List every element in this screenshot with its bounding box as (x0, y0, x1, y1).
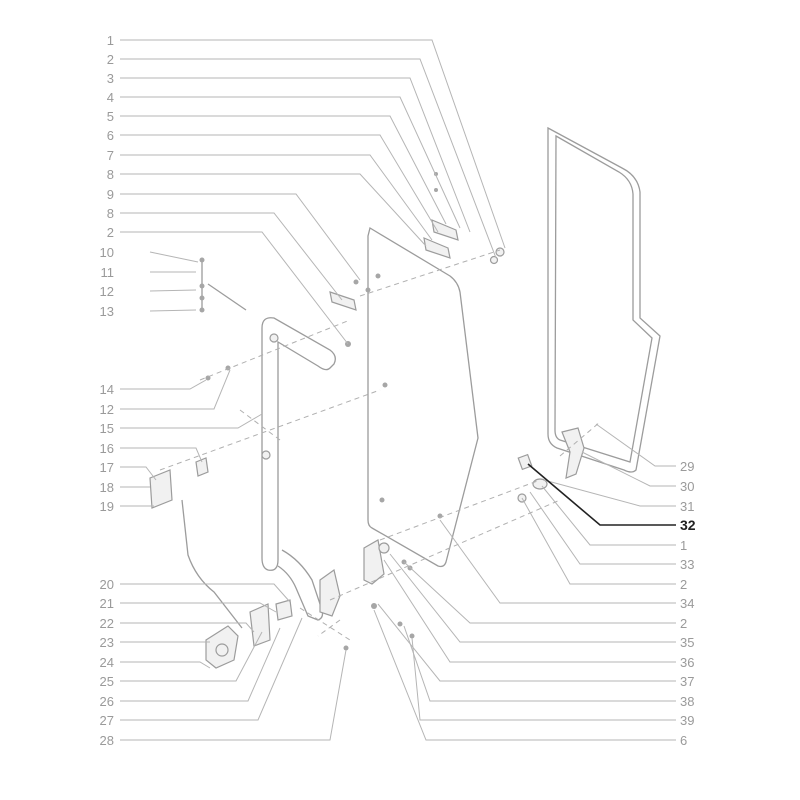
callout-label: 34 (680, 596, 694, 611)
callout-label: 17 (100, 460, 114, 475)
callout-label: 22 (100, 616, 114, 631)
assembly-axes (159, 249, 601, 641)
callout-label: 13 (100, 304, 114, 319)
door-glass-panel (367, 226, 479, 568)
glass-upper-plates (329, 219, 505, 311)
callout-label: 19 (100, 499, 114, 514)
callout-label: 31 (680, 499, 694, 514)
callout-label: 38 (680, 694, 694, 709)
door-upper-hinge (149, 457, 209, 509)
door-grab-handle (261, 317, 336, 621)
callout-label: 21 (100, 596, 114, 611)
callout-label: 12 (100, 402, 114, 417)
door-catch-bracket (517, 427, 585, 503)
callout-label: 4 (107, 90, 114, 105)
callout-label: 1 (680, 538, 687, 553)
callout-label: 2 (107, 225, 114, 240)
callout-label: 18 (100, 480, 114, 495)
callouts-right: 29 30 31 32 1 33 2 34 2 35 36 37 38 39 6 (680, 459, 696, 748)
door-latch-rod (181, 499, 243, 629)
callout-label: 7 (107, 148, 114, 163)
callout-label: 8 (107, 206, 114, 221)
callout-label: 37 (680, 674, 694, 689)
callout-label: 39 (680, 713, 694, 728)
callout-label: 6 (107, 128, 114, 143)
parts-drawing (149, 126, 661, 669)
callout-label: 2 (680, 577, 687, 592)
leader-lines-left (120, 39, 506, 741)
callout-label: 36 (680, 655, 694, 670)
callout-label: 6 (680, 733, 687, 748)
door-glass-seal-frame (547, 126, 661, 473)
callout-label: 11 (101, 265, 115, 280)
callout-label: 15 (100, 421, 114, 436)
callout-label: 3 (107, 71, 114, 86)
callout-label: 25 (100, 674, 114, 689)
callout-label: 8 (107, 167, 114, 182)
callout-label: 29 (680, 459, 694, 474)
callout-label: 20 (100, 577, 114, 592)
callout-label: 27 (100, 713, 114, 728)
callout-label: 2 (107, 52, 114, 67)
callout-label: 10 (100, 245, 114, 260)
callout-label: 24 (100, 655, 114, 670)
callout-label: 2 (680, 616, 687, 631)
callout-label: 28 (100, 733, 114, 748)
door-lock-assembly (205, 599, 293, 669)
callout-label: 9 (107, 187, 114, 202)
callouts-left: 1 2 3 4 5 6 7 8 9 8 2 10 11 12 13 14 12 … (100, 33, 114, 748)
callout-label: 23 (100, 635, 114, 650)
callout-label: 30 (680, 479, 694, 494)
callout-label: 5 (107, 109, 114, 124)
leader-lines-right (373, 423, 676, 741)
door-lower-hinge (319, 539, 390, 617)
callout-label-highlighted: 32 (680, 517, 696, 533)
callout-label: 35 (680, 635, 694, 650)
callout-label: 12 (100, 284, 114, 299)
callout-label: 14 (100, 382, 114, 397)
callout-label: 26 (100, 694, 114, 709)
callout-label: 1 (107, 33, 114, 48)
callout-label: 16 (100, 441, 114, 456)
callout-label: 33 (680, 557, 694, 572)
